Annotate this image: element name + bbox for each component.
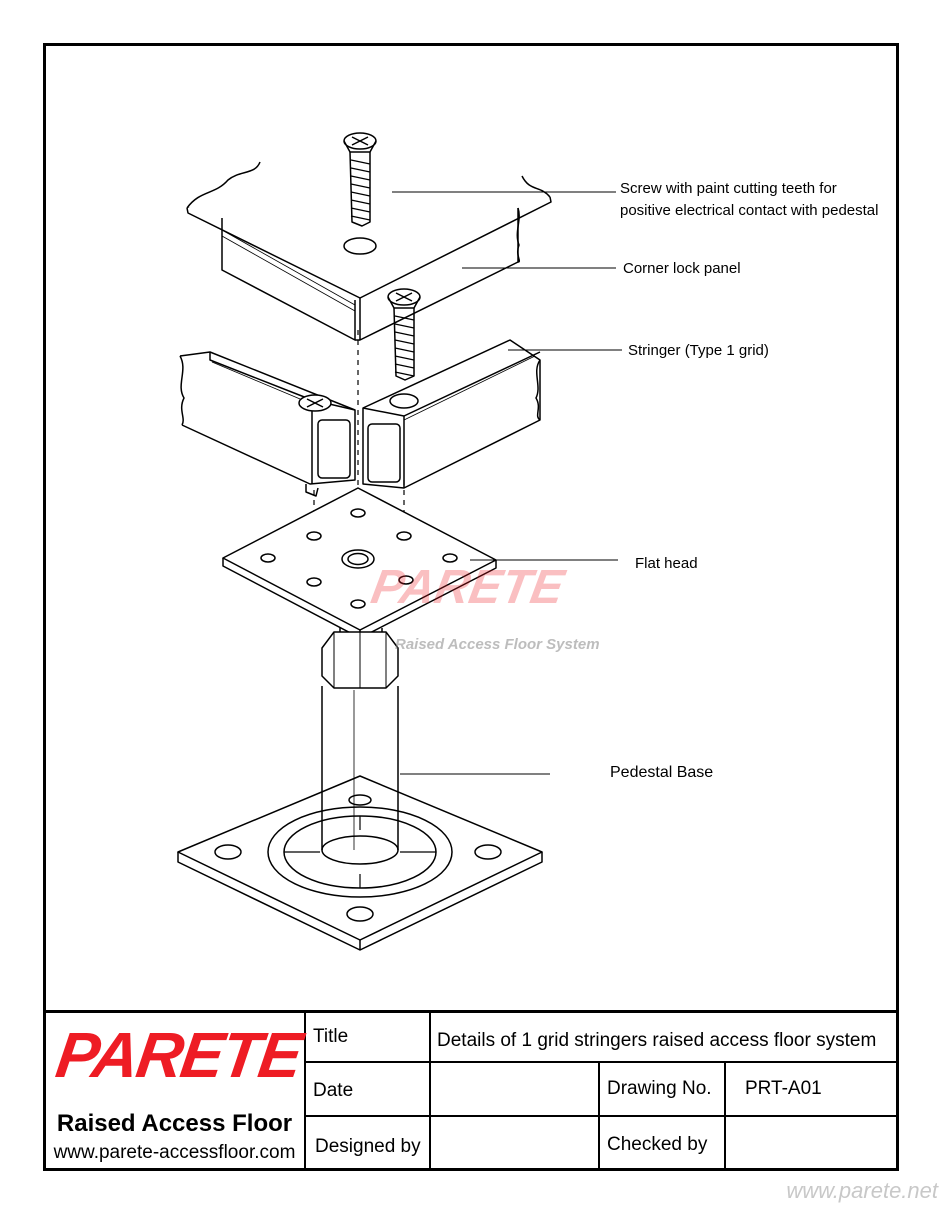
designed-by-label: Designed by xyxy=(315,1136,421,1157)
callout-pedestal-base: Pedestal Base xyxy=(610,764,714,781)
title-block: PARETE Raised Access Floor www.parete-ac… xyxy=(43,1010,899,1171)
threaded-stud xyxy=(321,628,399,689)
drawing-no-label: Drawing No. xyxy=(607,1078,712,1099)
watermark-brand: PARETE xyxy=(367,561,568,614)
drawing-frame xyxy=(43,43,899,1171)
date-label-cell xyxy=(306,1063,431,1117)
checked-by-label-cell xyxy=(600,1117,726,1171)
stringer-left xyxy=(179,351,356,497)
title-label-cell xyxy=(306,1013,431,1063)
brand-logo: PARETE xyxy=(51,1019,305,1091)
checked-by-value-cell xyxy=(726,1117,899,1171)
stringer-right xyxy=(362,339,541,489)
footer-url[interactable]: www.parete.net xyxy=(786,1178,938,1203)
callout-screw-line1: Screw with paint cutting teeth for xyxy=(620,180,837,197)
logo-area: PARETE Raised Access Floor www.parete-ac… xyxy=(43,1010,306,1171)
drawing-no-value-cell xyxy=(726,1063,899,1117)
corner-lock-panel xyxy=(186,161,552,341)
brand-subtitle: Raised Access Floor xyxy=(56,1110,293,1137)
callout-corner-lock-panel: Corner lock panel xyxy=(623,260,741,277)
brand-url: www.parete-accessfloor.com xyxy=(53,1142,296,1163)
designed-by-value-cell xyxy=(431,1117,600,1171)
callout-screw-line2: positive electrical contact with pedesta… xyxy=(620,202,879,219)
drawing-no-label-cell xyxy=(600,1063,726,1117)
title-value: Details of 1 grid stringers raised acces… xyxy=(437,1030,877,1051)
callout-flat-head: Flat head xyxy=(635,555,698,572)
screw-top xyxy=(343,132,377,227)
drawing-no-value: PRT-A01 xyxy=(745,1078,822,1099)
exploded-assembly-drawing xyxy=(177,132,622,951)
pedestal-base-plate xyxy=(177,775,543,951)
leader-lines xyxy=(392,191,622,775)
date-label: Date xyxy=(313,1080,354,1101)
pedestal-tube xyxy=(321,686,399,865)
title-label: Title xyxy=(313,1026,349,1047)
callout-stringer: Stringer (Type 1 grid) xyxy=(628,342,769,359)
designed-by-label-cell xyxy=(306,1117,431,1171)
screw-middle xyxy=(387,288,421,381)
date-value-cell xyxy=(431,1063,600,1117)
title-value-cell xyxy=(431,1013,899,1063)
title-block-top-rule xyxy=(43,1010,899,1013)
watermark-tagline: Raised Access Floor System xyxy=(395,636,600,653)
checked-by-label: Checked by xyxy=(607,1134,708,1155)
